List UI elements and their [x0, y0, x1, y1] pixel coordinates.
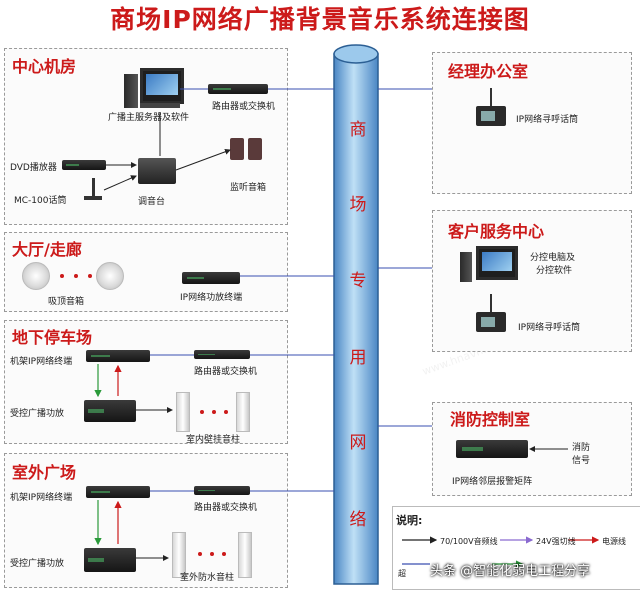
ip-amp-terminal-label: IP网络功放终端 [180, 293, 243, 303]
panel-manager-title: 经理办公室 [448, 62, 529, 81]
parking-rack-label: 机架IP网络终端 [10, 357, 73, 367]
server-tower-icon [124, 74, 138, 108]
panel-hall [4, 232, 288, 312]
network-label-char: 网 [349, 433, 367, 453]
monitor-speaker-icon [248, 138, 262, 160]
dvd-player-icon [62, 160, 106, 170]
network-label-char: 专 [349, 271, 367, 291]
microphone-base-icon [84, 196, 102, 200]
network-label-char: 络 [349, 510, 367, 530]
parking-router-icon[interactable] [194, 350, 250, 359]
alarm-matrix-label: IP网络邻层报警矩阵 [452, 477, 533, 487]
outdoor-column-label: 室外防水音柱 [180, 573, 235, 583]
outdoor-rack-icon[interactable] [86, 486, 150, 498]
ceiling-speaker-label: 吸顶音箱 [48, 297, 85, 307]
alarm-matrix-icon[interactable] [456, 440, 528, 458]
legend-title: 说明: [396, 514, 423, 527]
parking-rack-icon[interactable] [86, 350, 150, 362]
network-label-char: 场 [349, 195, 367, 215]
legend-item-label: 70/100V音频线 [440, 537, 498, 546]
ceiling-speaker-icon [96, 262, 124, 290]
ip-amp-terminal-icon[interactable] [182, 272, 240, 284]
ellipsis-dot [200, 410, 204, 414]
dvd-label: DVD播放器 [10, 163, 57, 173]
outdoor-router-label: 路由器或交换机 [194, 503, 258, 513]
panel-manager [432, 52, 632, 194]
mixer-label: 调音台 [138, 197, 166, 207]
legend-item-label: 超 [398, 569, 406, 578]
mixer-icon [138, 158, 176, 184]
credit-watermark: 头条 @智能化弱电工程分享 [430, 564, 591, 579]
legend-box [392, 506, 640, 590]
outdoor-amp-icon[interactable] [84, 548, 136, 572]
ellipsis-dot [222, 552, 226, 556]
fire-signal-label-line1: 消防 [572, 443, 591, 453]
service-pc-label-line2: 分控软件 [536, 266, 573, 276]
ellipsis-dot [210, 552, 214, 556]
network-label-char: 用 [349, 348, 367, 368]
waterproof-column-speaker-icon [172, 532, 186, 578]
manager-pager-label: IP网络寻呼话筒 [516, 115, 579, 125]
server-label: 广播主服务器及软件 [108, 113, 190, 123]
paging-mic-stem-icon [490, 88, 492, 106]
parking-amp-label: 受控广播功放 [10, 409, 65, 419]
outdoor-router-icon[interactable] [194, 486, 250, 495]
panel-center-title: 中心机房 [12, 57, 77, 76]
panel-fire-title: 消防控制室 [450, 410, 531, 429]
paging-mic-icon[interactable] [476, 312, 506, 332]
waterproof-column-speaker-icon [238, 532, 252, 578]
paging-mic-icon[interactable] [476, 106, 506, 126]
ellipsis-dot [60, 274, 64, 278]
outdoor-amp-label: 受控广播功放 [10, 559, 65, 569]
ellipsis-dot [224, 410, 228, 414]
ellipsis-dot [74, 274, 78, 278]
router-center-icon[interactable] [208, 84, 268, 94]
microphone-icon [92, 178, 95, 198]
parking-router-label: 路由器或交换机 [194, 367, 258, 377]
outdoor-rack-label: 机架IP网络终端 [10, 493, 73, 503]
monitor-speaker-label: 监听音箱 [230, 183, 267, 193]
ellipsis-dot [212, 410, 216, 414]
legend-swatches [402, 536, 600, 568]
ellipsis-dot [88, 274, 92, 278]
fire-signal-label-line2: 信号 [572, 456, 591, 466]
server-monitor-icon [140, 68, 184, 104]
monitor-speaker-icon [230, 138, 244, 160]
network-label-char: 商 [349, 120, 367, 140]
router-center-label: 路由器或交换机 [212, 102, 276, 112]
panel-outdoor-title: 室外广场 [12, 463, 77, 482]
legend-item-label: 电源线 [602, 537, 626, 546]
legend-item-label: 24V强切线 [536, 537, 576, 546]
panel-service-title: 客户服务中心 [448, 222, 545, 241]
service-pager-label: IP网络寻呼话筒 [518, 323, 581, 333]
client-pc-tower-icon [460, 252, 472, 282]
mic-label: MC-100话筒 [14, 196, 67, 206]
network-pipe [333, 44, 379, 585]
ceiling-speaker-icon [22, 262, 50, 290]
parking-amp-icon[interactable] [84, 400, 136, 422]
panel-parking-title: 地下停车场 [12, 328, 93, 347]
wall-column-speaker-icon [236, 392, 250, 432]
client-pc-monitor-icon[interactable] [476, 246, 518, 280]
panel-hall-title: 大厅/走廊 [12, 240, 82, 259]
paging-mic-stem-icon [490, 294, 492, 312]
parking-column-label: 室内壁挂音柱 [186, 435, 241, 445]
service-pc-label-line1: 分控电脑及 [530, 253, 576, 263]
page-title: 商场IP网络广播背景音乐系统连接图 [110, 5, 530, 34]
wall-column-speaker-icon [176, 392, 190, 432]
keyboard-icon [140, 103, 180, 108]
ellipsis-dot [198, 552, 202, 556]
